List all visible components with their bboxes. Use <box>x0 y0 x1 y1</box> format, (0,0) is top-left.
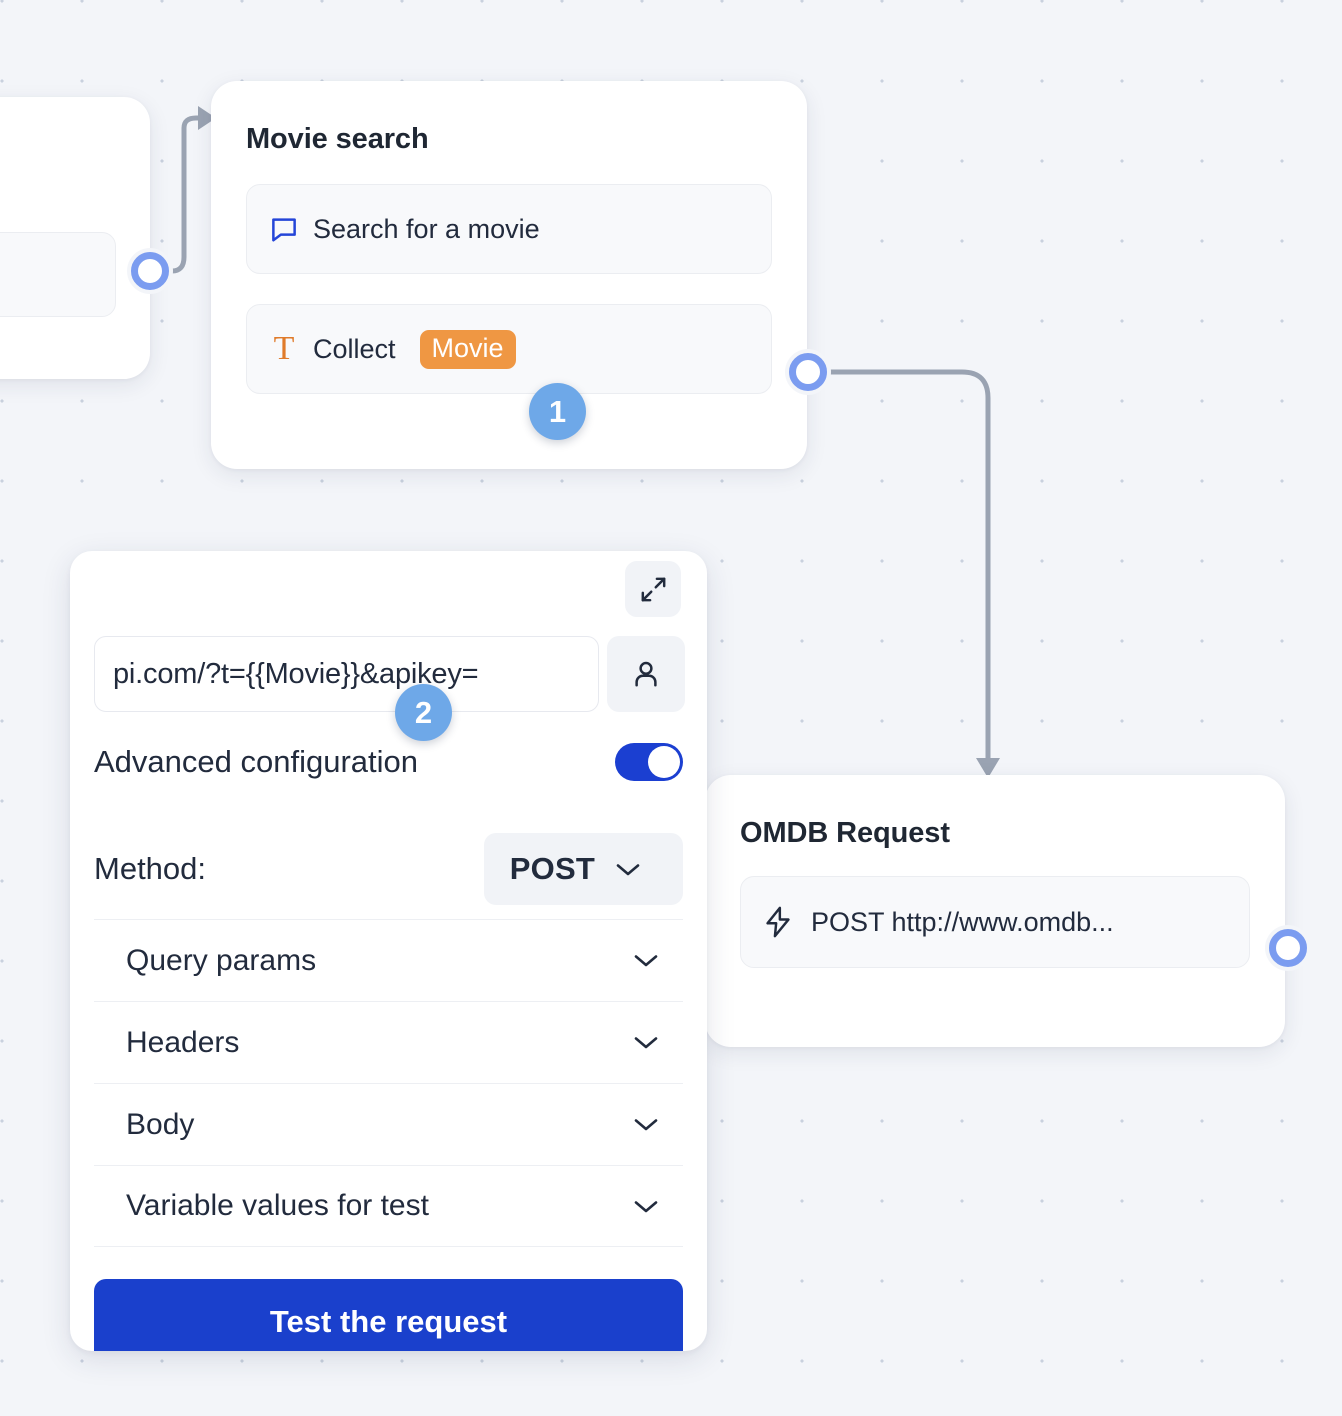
chevron-down-icon[interactable] <box>633 1035 675 1050</box>
accordion-list: Query params Headers Body <box>94 919 683 1247</box>
lightning-bolt-icon <box>763 906 793 938</box>
step-badge-2: 2 <box>395 684 452 741</box>
edge-prev-to-movie-search <box>169 115 203 274</box>
test-the-request-button[interactable]: Test the request <box>94 1279 683 1351</box>
accordion-query-params-label: Query params <box>126 943 317 977</box>
movie-search-title: Movie search <box>246 123 429 155</box>
chevron-down-icon <box>615 862 657 877</box>
previous-node-partial[interactable] <box>0 97 150 379</box>
method-label: Method: <box>94 851 207 886</box>
accordion-variable-values-for-test-label: Variable values for test <box>126 1189 429 1222</box>
edge-movie-search-to-omdb <box>825 369 991 763</box>
movie-search-row-collect[interactable]: T Collect Movie <box>246 304 772 394</box>
advanced-configuration-toggle[interactable] <box>615 743 683 781</box>
speech-bubble-icon <box>269 214 299 244</box>
node-movie-search[interactable]: Movie search Search for a movie T Collec… <box>211 81 807 469</box>
advanced-configuration-row: Advanced configuration <box>94 743 683 781</box>
omdb-request-row-post-label: POST http://www.omdb... <box>811 906 1114 937</box>
movie-search-row-search-label: Search for a movie <box>313 213 540 244</box>
movie-search-row-search[interactable]: Search for a movie <box>246 184 772 274</box>
step-badge-1: 1 <box>529 383 586 440</box>
url-row[interactable] <box>94 636 685 712</box>
accordion-body-label: Body <box>126 1107 195 1141</box>
chevron-down-icon[interactable] <box>633 953 675 968</box>
port-omdb-request-output[interactable] <box>1265 925 1311 971</box>
text-t-icon: T <box>273 330 295 367</box>
method-value: POST <box>509 851 595 886</box>
request-url-input[interactable] <box>94 636 599 712</box>
method-select[interactable]: POST <box>483 833 683 905</box>
auth-user-button[interactable] <box>607 636 685 712</box>
accordion-headers[interactable]: Headers <box>94 1001 683 1083</box>
previous-node-row[interactable] <box>0 232 116 317</box>
accordion-query-params[interactable]: Query params <box>94 919 683 1001</box>
advanced-configuration-label: Advanced configuration <box>94 744 419 779</box>
port-previous-node-output[interactable] <box>127 248 173 294</box>
chevron-down-icon[interactable] <box>633 1199 675 1214</box>
omdb-request-title: OMDB Request <box>740 817 950 849</box>
accordion-body[interactable]: Body <box>94 1083 683 1165</box>
accordion-headers-label: Headers <box>126 1025 240 1059</box>
expand-diagonal-icon <box>640 576 667 603</box>
movie-search-row-collect-label: Collect <box>313 333 396 364</box>
port-movie-search-output[interactable] <box>785 349 831 395</box>
expand-panel-button[interactable] <box>625 561 681 617</box>
node-omdb-request[interactable]: OMDB Request POST http://www.omdb... <box>705 775 1285 1047</box>
variable-chip-movie[interactable]: Movie <box>419 329 516 369</box>
omdb-request-row-post[interactable]: POST http://www.omdb... <box>740 876 1250 968</box>
chevron-down-icon[interactable] <box>633 1117 675 1132</box>
method-row: Method: POST <box>94 833 683 905</box>
accordion-variable-values-for-test[interactable]: Variable values for test <box>94 1165 683 1247</box>
user-icon <box>631 659 661 689</box>
request-config-panel[interactable]: Advanced configuration Method: POST Quer… <box>70 551 707 1351</box>
